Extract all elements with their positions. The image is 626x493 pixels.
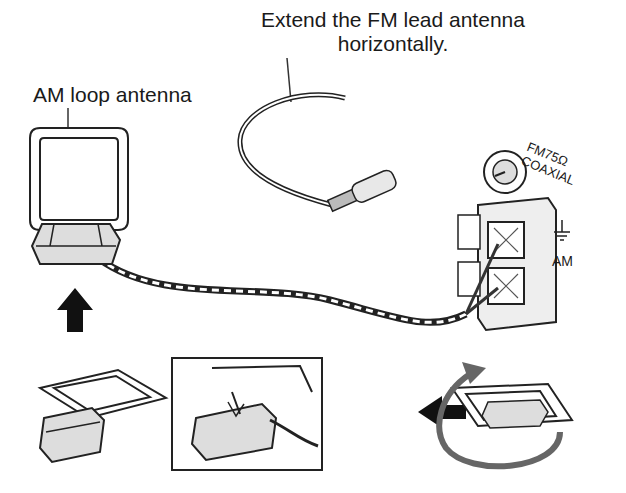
antenna-base: [40, 408, 104, 462]
ground-symbol: [554, 220, 570, 240]
terminal-hole: [488, 268, 524, 304]
am-wire: [98, 258, 466, 322]
leader-line: [287, 58, 291, 102]
detail-inset: [172, 358, 322, 470]
terminal-label: AM: [552, 254, 592, 270]
coaxial-socket: [493, 160, 517, 184]
am-wire: [466, 244, 498, 314]
insert-arrow: [228, 402, 244, 416]
am-wire: [98, 258, 466, 322]
antenna-base: [46, 422, 100, 432]
am-wire: [466, 288, 498, 314]
antenna-base: [36, 224, 116, 246]
am-loop: [30, 128, 128, 230]
rotation-arrow: [462, 362, 486, 384]
antenna-base: [32, 224, 120, 264]
fm-lead-wire: [240, 95, 345, 205]
terminal-lever: [458, 215, 480, 249]
am-wire: [270, 420, 318, 446]
rotation-arrow: [439, 374, 560, 466]
am-loop: [40, 370, 166, 418]
fm-plug: [350, 168, 398, 204]
coaxial-pin: [495, 172, 505, 176]
am-loop: [212, 366, 312, 392]
step-arrow: [57, 288, 93, 332]
instruction-text: Extend the FM lead antenna horizontally.: [256, 8, 530, 55]
terminal-hole: [494, 274, 518, 298]
part-name: AM loop antenna: [33, 83, 213, 107]
fm-lead-wire: [240, 95, 345, 205]
terminal-label: FM75Ω COAXIAL: [519, 140, 602, 196]
coaxial-socket: [484, 151, 526, 193]
antenna-base: [482, 400, 548, 428]
